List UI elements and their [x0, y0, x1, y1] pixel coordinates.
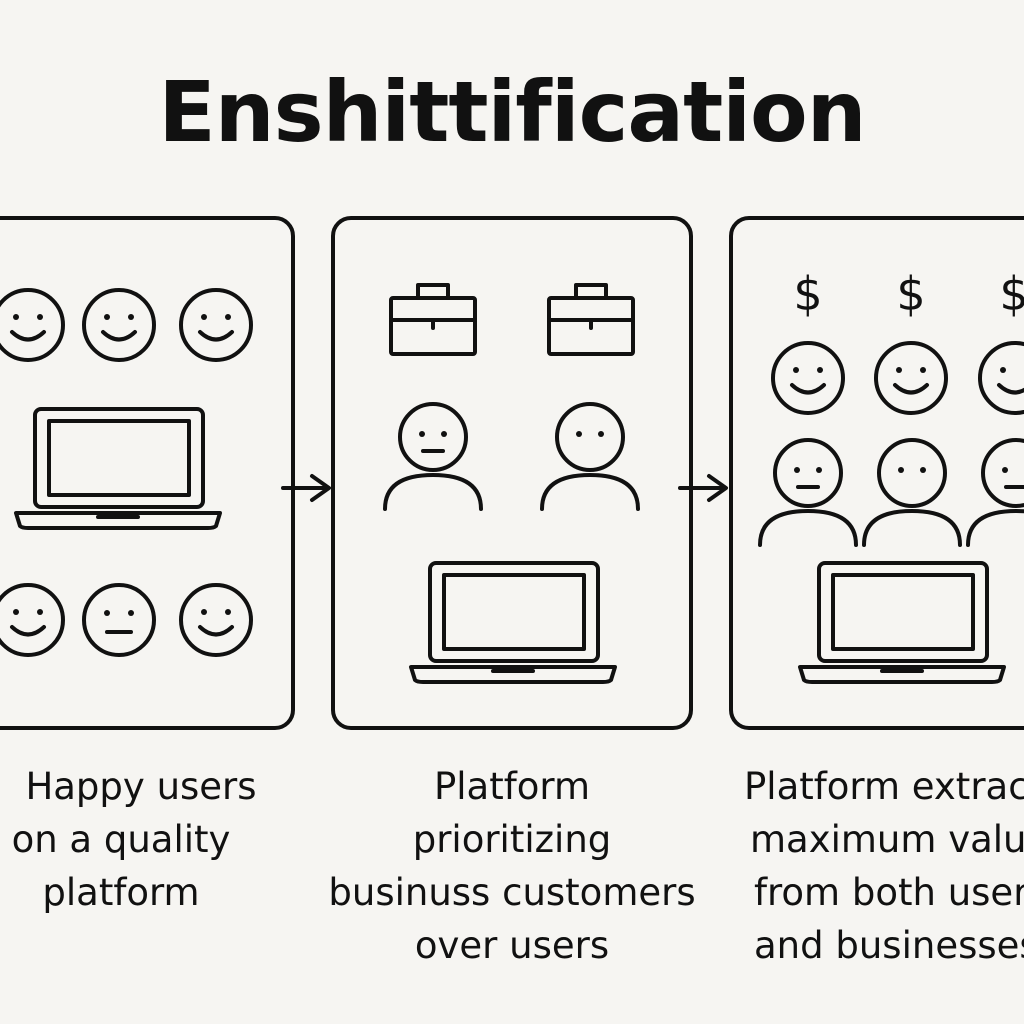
caption-line: Platform [433, 765, 591, 808]
dollar-sign: $ [896, 267, 925, 321]
dollar-sign: $ [999, 267, 1024, 321]
person-icon [862, 438, 962, 547]
caption-line: Platform extracts [744, 765, 1024, 808]
briefcase-icon [547, 283, 635, 356]
panel-2 [331, 216, 693, 730]
arrow-right-icon [678, 474, 728, 502]
caption-line: on a quality [11, 818, 231, 861]
dollar-sign: $ [793, 267, 822, 321]
laptop-icon [798, 561, 1006, 684]
person-icon [383, 402, 483, 511]
caption-line: maximum value [750, 818, 1024, 861]
happy-face-icon [874, 341, 948, 415]
happy-face-icon [0, 288, 65, 362]
person-icon [540, 402, 640, 511]
stage-3-caption: Platform extracts maximum value from bot… [744, 760, 1024, 972]
laptop-icon [14, 407, 222, 530]
caption-line: and businesses [754, 924, 1024, 967]
happy-face-icon [82, 288, 156, 362]
caption-line: from both users [754, 871, 1024, 914]
person-icon [966, 438, 1024, 547]
diagram-title: Enshittification [158, 63, 866, 161]
happy-face-icon [0, 583, 65, 657]
neutral-face-icon [82, 583, 156, 657]
stage-1-caption: Happy users on a quality platform [0, 760, 262, 919]
happy-face-icon [179, 288, 253, 362]
caption-line: platform [42, 871, 200, 914]
happy-face-icon [771, 341, 845, 415]
arrow-right-icon [281, 474, 331, 502]
stage-2-caption: Platform prioritizing businuss customers… [322, 760, 702, 972]
panel-2-frame [331, 216, 693, 730]
caption-line: businuss customers [328, 871, 696, 914]
panel-3-frame [729, 216, 1024, 730]
caption-line: prioritizing [412, 818, 612, 861]
panel-1 [0, 216, 295, 730]
caption-line: Happy users [25, 765, 257, 808]
caption-line: over users [414, 924, 610, 967]
panel-3: $ $ $ [729, 216, 1024, 730]
laptop-icon [409, 561, 617, 684]
panel-1-frame [0, 216, 295, 730]
person-icon [758, 438, 858, 547]
happy-face-icon [179, 583, 253, 657]
briefcase-icon [389, 283, 477, 356]
happy-face-icon [978, 341, 1024, 415]
